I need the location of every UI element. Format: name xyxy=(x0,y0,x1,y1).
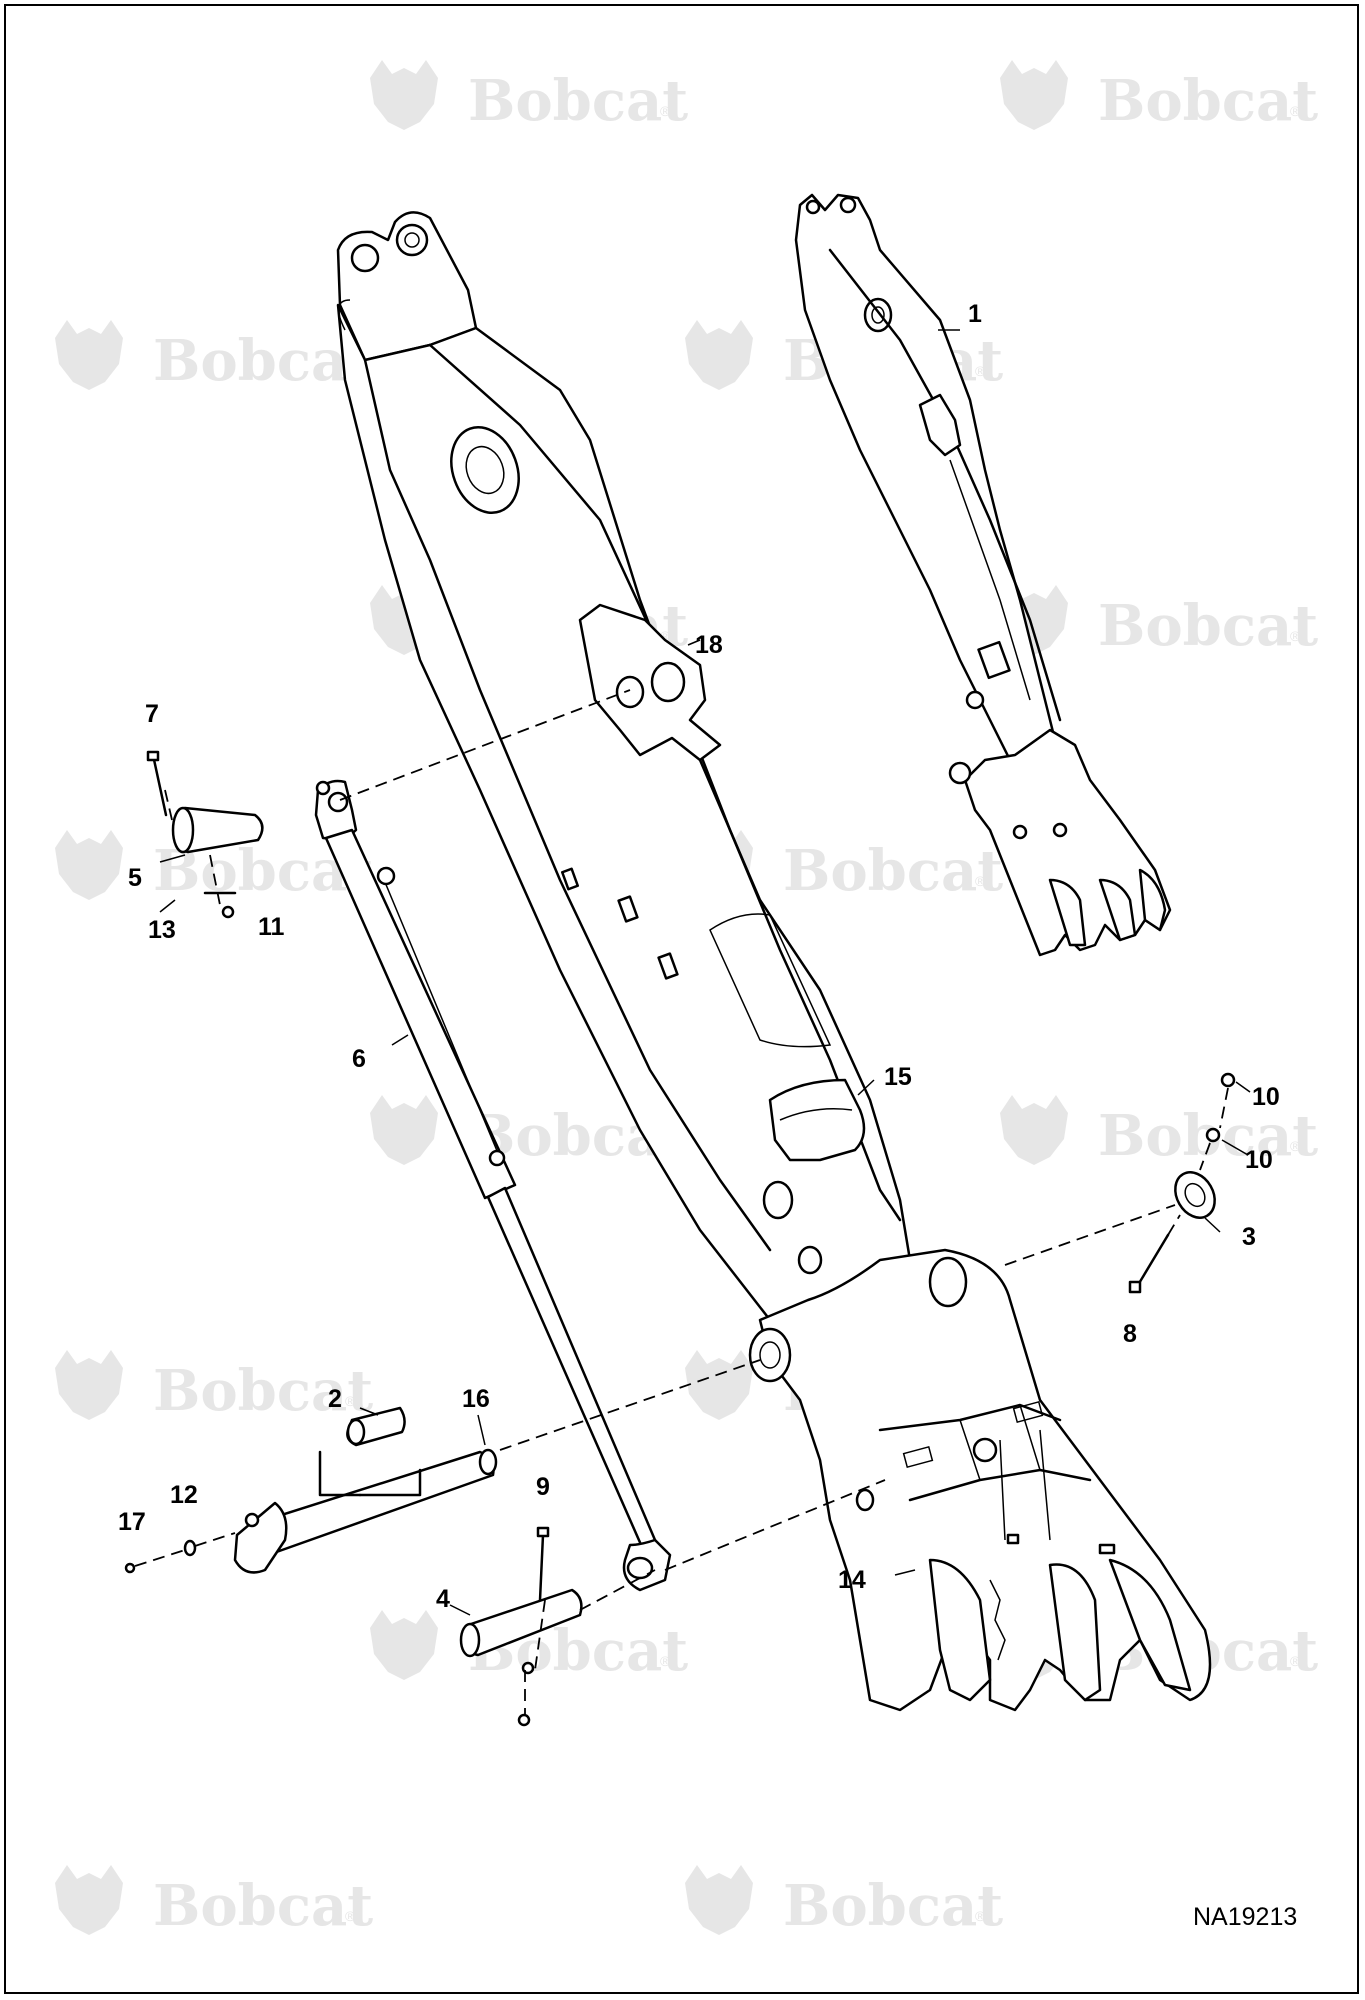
bobcat-watermark: Bobcat® xyxy=(370,60,688,134)
callout-6: 6 xyxy=(352,1045,366,1073)
watermark-registered-mark: ® xyxy=(1290,1138,1301,1154)
bobcat-watermark: Bobcat® xyxy=(55,1865,373,1939)
callout-16: 16 xyxy=(462,1385,490,1413)
watermark-brand: Bobcat xyxy=(153,1358,373,1424)
bobcat-logo-icon xyxy=(1000,60,1068,130)
assembled-arm-drawing xyxy=(794,193,1172,957)
loose-hardware-drawing xyxy=(124,750,1236,1727)
bobcat-watermark: Bobcat® xyxy=(1000,60,1318,134)
watermark-registered-mark: ® xyxy=(1290,103,1301,119)
watermark-registered-mark: ® xyxy=(1290,1653,1301,1669)
bobcat-logo-icon xyxy=(55,1350,123,1420)
callout-15: 15 xyxy=(884,1063,912,1091)
callout-18: 18 xyxy=(695,631,723,659)
callout-4: 4 xyxy=(436,1585,450,1613)
callout-13: 13 xyxy=(148,916,176,944)
watermark-registered-mark: ® xyxy=(1290,628,1301,644)
watermark-brand: Bobcat xyxy=(468,68,688,134)
bobcat-logo-icon xyxy=(1000,1095,1068,1165)
bobcat-logo-icon xyxy=(370,1610,438,1680)
callout-10-upper: 10 xyxy=(1252,1083,1280,1111)
bobcat-logo-icon xyxy=(55,320,123,390)
watermark-brand: Bobcat xyxy=(783,838,1003,904)
callout-2: 2 xyxy=(328,1385,342,1413)
watermark-registered-mark: ® xyxy=(975,1908,986,1924)
bobcat-logo-icon xyxy=(55,1865,123,1935)
callout-1: 1 xyxy=(968,300,982,328)
watermark-brand: Bobcat xyxy=(153,1873,373,1939)
watermark-registered-mark: ® xyxy=(660,103,671,119)
callout-10-lower: 10 xyxy=(1245,1146,1273,1174)
bobcat-watermark: Bobcat® xyxy=(55,1350,373,1424)
callout-8: 8 xyxy=(1123,1320,1137,1348)
callout-leader-lines xyxy=(159,329,1251,1616)
callout-numbers: 1 2 3 4 5 6 7 8 9 10 10 11 12 13 14 15 1… xyxy=(118,300,1280,1613)
bobcat-logo-icon xyxy=(685,1350,753,1420)
watermark-brand: Bobcat xyxy=(783,1873,1003,1939)
watermark-registered-mark: ® xyxy=(345,1393,356,1409)
bobcat-logo-icon xyxy=(370,1095,438,1165)
bobcat-logo-icon xyxy=(685,320,753,390)
bobcat-logo-icon xyxy=(370,60,438,130)
watermark-registered-mark: ® xyxy=(660,628,671,644)
callout-14: 14 xyxy=(838,1566,866,1594)
bobcat-logo-icon xyxy=(55,830,123,900)
thumb-drawing xyxy=(748,1248,1212,1712)
diagram-frame xyxy=(4,4,1359,1994)
watermark-registered-mark: ® xyxy=(345,1908,356,1924)
callout-3: 3 xyxy=(1242,1223,1256,1251)
callout-9: 9 xyxy=(536,1473,550,1501)
callout-12: 12 xyxy=(170,1481,198,1509)
figure-id: NA19213 xyxy=(1193,1903,1297,1931)
callout-7: 7 xyxy=(145,700,159,728)
assembly-dash-lines xyxy=(134,689,1229,1715)
callout-17: 17 xyxy=(118,1508,146,1536)
watermark-registered-mark: ® xyxy=(975,363,986,379)
watermark-registered-mark: ® xyxy=(975,873,986,889)
watermark-brand: Bobcat xyxy=(153,328,373,394)
watermark-brand: Bobcat xyxy=(1098,593,1318,659)
bobcat-watermark: Bobcat® xyxy=(685,1865,1003,1939)
watermark-brand: Bobcat xyxy=(1098,68,1318,134)
callout-11: 11 xyxy=(258,913,285,941)
bobcat-logo-icon xyxy=(685,1865,753,1935)
main-arm-drawing xyxy=(336,211,917,1332)
watermark-registered-mark: ® xyxy=(660,1653,671,1669)
bobcat-watermark: Bobcat® xyxy=(55,320,373,394)
bobcat-watermark: Bobcat® xyxy=(1000,585,1318,659)
cylinder-drawing xyxy=(314,779,672,1592)
callout-5: 5 xyxy=(128,864,142,892)
